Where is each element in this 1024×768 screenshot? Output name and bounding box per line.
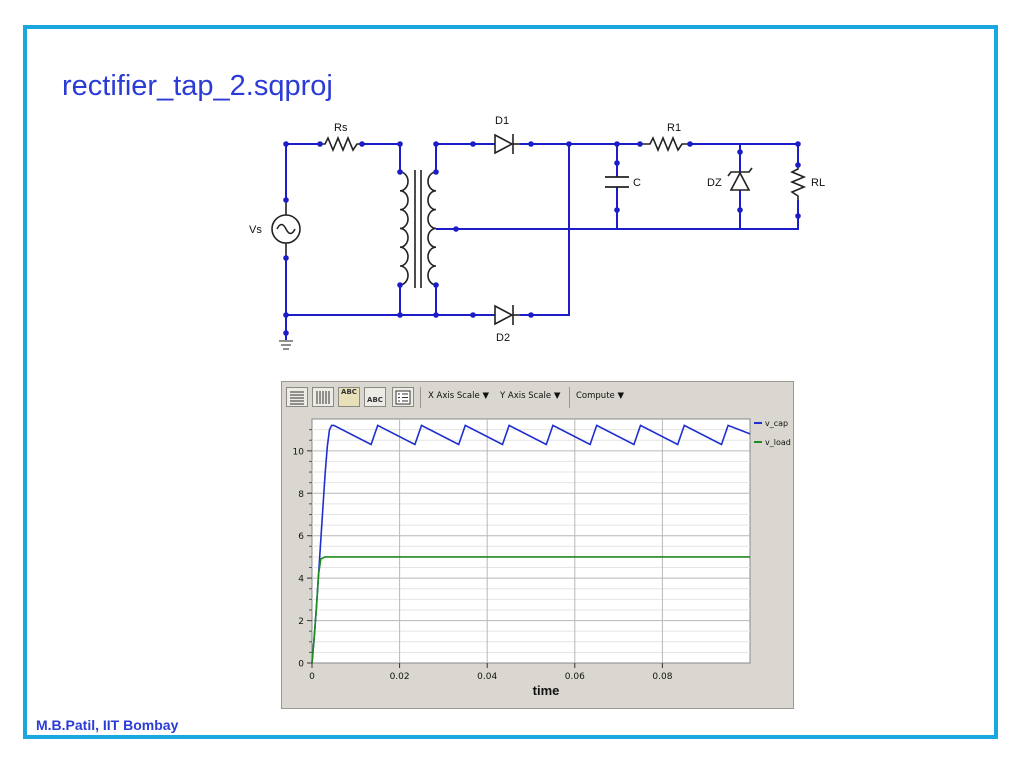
vertical-grid-button[interactable] [312, 387, 334, 407]
x-tick-label: 0.08 [652, 672, 672, 682]
circuit-diagram: Rs Vs D1 D2 R1 C DZ RL [249, 115, 825, 350]
legend-label-v-load: v_load [765, 438, 791, 447]
compute-menu[interactable]: Compute ▼ [576, 391, 624, 401]
y-tick-label: 0 [298, 660, 304, 670]
horizontal-grid-button[interactable] [286, 387, 308, 407]
plot-series [311, 424, 751, 664]
label-rl: RL [811, 177, 825, 189]
abc-bars-button[interactable]: ABC [364, 387, 386, 407]
ac-source-icon [271, 200, 301, 258]
abc-label-icon: ABC [341, 388, 357, 396]
x-tick-label: 0.04 [477, 672, 497, 682]
plot-area [311, 418, 751, 664]
y-tick-label: 8 [298, 490, 304, 500]
y-axis-scale-label: Y Axis Scale [500, 391, 552, 401]
label-c: C [633, 177, 641, 189]
y-tick-label: 2 [298, 617, 304, 627]
resistor-rl-icon [789, 165, 807, 200]
slide-footer: M.B.Patil, IIT Bombay [36, 717, 179, 733]
label-dz: DZ [707, 177, 722, 189]
label-d2: D2 [496, 332, 510, 344]
plot-toolbar: ABC ABC X Axis Scale ▼ Y Axis Scale ▼ Co… [282, 382, 793, 412]
series-line-v-cap [311, 424, 751, 664]
ground-icon [279, 340, 293, 350]
legend-label-v-cap: v_cap [765, 419, 788, 428]
diode-d2-icon [494, 304, 520, 326]
plot-ticks: 0 2 4 6 8 10 0 0.02 0.04 0.06 0.08 [293, 429, 673, 682]
legend-list-icon [395, 390, 411, 405]
slide-frame [23, 25, 998, 739]
toolbar-separator [420, 387, 421, 408]
zener-icon [727, 167, 753, 191]
x-tick-label: 0.06 [565, 672, 585, 682]
series-line-v-load [311, 556, 750, 664]
dropdown-arrow-icon: ▼ [617, 391, 625, 401]
plot-legend: v_cap v_load [754, 419, 791, 447]
vertical-grid-icon [316, 391, 330, 404]
horizontal-grid-icon [290, 391, 304, 405]
x-tick-label: 0.02 [390, 672, 410, 682]
label-d1: D1 [495, 115, 509, 127]
label-r1: R1 [667, 122, 681, 134]
label-vs: Vs [249, 224, 262, 236]
label-rs: Rs [334, 122, 348, 134]
plot-window: ABC ABC X Axis Scale ▼ Y Axis Scale ▼ Co… [281, 381, 794, 709]
plot-canvas[interactable]: 0 2 4 6 8 10 0 0.02 0.04 0.06 0.08 v_cap v_load tim… [282, 412, 793, 708]
diode-d1-icon [494, 133, 520, 155]
x-axis-scale-menu[interactable]: X Axis Scale ▼ [428, 391, 489, 401]
resistor-r1-icon [640, 135, 690, 153]
resistor-rs-icon [320, 135, 362, 153]
compute-label: Compute [576, 391, 615, 401]
dropdown-arrow-icon: ▼ [553, 391, 561, 401]
abc-bars-icon: ABC [367, 396, 383, 404]
capacitor-icon [605, 176, 629, 188]
x-tick-label: 0 [309, 672, 315, 682]
y-tick-label: 10 [293, 447, 305, 457]
y-axis-scale-menu[interactable]: Y Axis Scale ▼ [500, 391, 560, 401]
circuit-nodes [283, 141, 801, 336]
legend-list-button[interactable] [392, 387, 414, 407]
abc-label-button[interactable]: ABC [338, 387, 360, 407]
transformer-icon [399, 170, 456, 288]
x-axis-label: time [533, 683, 560, 698]
toolbar-separator [569, 387, 570, 408]
dropdown-arrow-icon: ▼ [482, 391, 489, 401]
y-tick-label: 6 [298, 532, 304, 542]
y-tick-label: 4 [298, 575, 304, 585]
circuit-wires [285, 143, 799, 340]
slide-title: rectifier_tap_2.sqproj [62, 70, 333, 102]
plot-grid [311, 418, 751, 664]
x-axis-scale-label: X Axis Scale [428, 391, 480, 401]
